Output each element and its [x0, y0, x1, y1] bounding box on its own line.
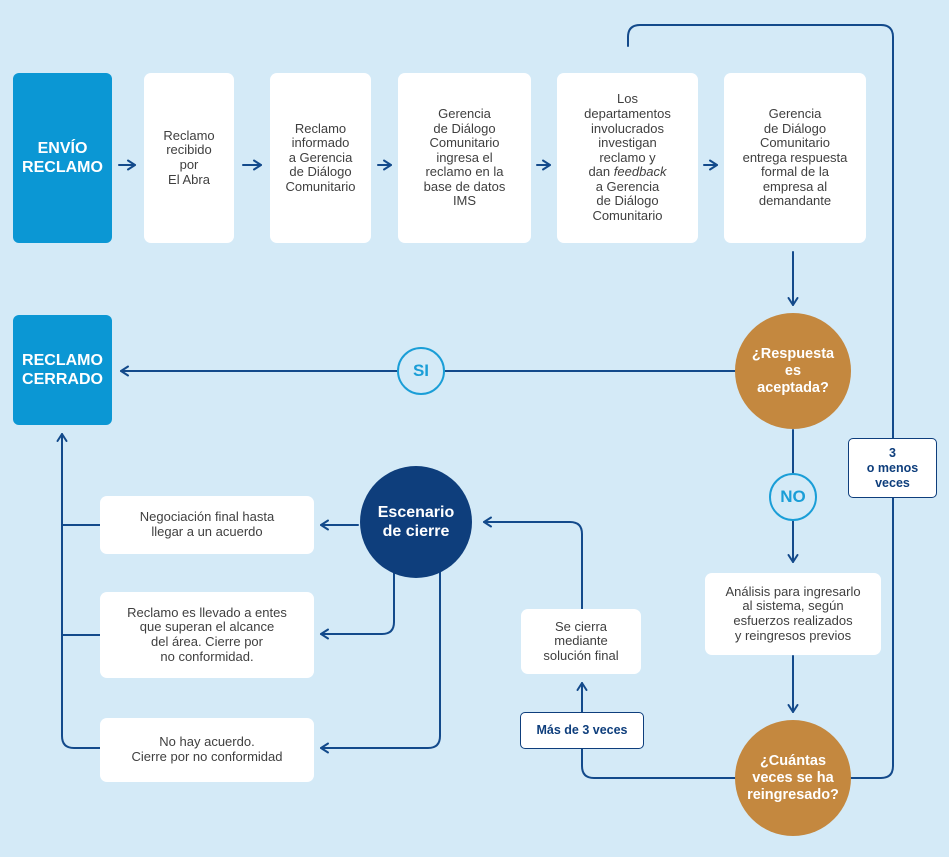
step-solucion-final: Se cierra mediante solución final — [521, 609, 641, 674]
step-solucion-final-text: Se cierra mediante solución final — [543, 618, 619, 663]
answer-no-badge: NO — [769, 473, 817, 521]
decision-cuantas-veces-reingresado: ¿Cuántas veces se ha reingresado? — [735, 720, 851, 836]
tag-three-or-fewer-times-label: 3 o menos veces — [866, 445, 919, 490]
step-departamentos-investigan-text: Los departamentos involucrados investiga… — [584, 92, 671, 223]
step-departamentos-investigan-text-end: a Gerencia de Diálogo Comunitario — [592, 178, 663, 224]
arrow-escenario-to-entes — [320, 571, 395, 640]
arrow-outcomes-to-reclamo-cerrado — [56, 433, 101, 749]
outcome-llevado-a-entes: Reclamo es llevado a entes que superan e… — [100, 592, 314, 678]
step-reclamo-recibido-text: Reclamo recibido por El Abra — [163, 127, 215, 187]
step-entrega-respuesta-text: Gerencia de Diálogo Comunitario entrega … — [742, 105, 848, 209]
outcome-no-hay-acuerdo-text: No hay acuerdo. Cierre por no conformida… — [131, 734, 283, 764]
answer-si-badge: SI — [397, 347, 445, 395]
end-node-label: RECLAMO CERRADO — [22, 352, 103, 388]
outcome-negociacion-final-text: Negociación final hasta llegar a un acue… — [139, 509, 275, 539]
arrow-solucion-to-escenario — [483, 516, 583, 610]
step-reclamo-informado-text: Reclamo informado a Gerencia de Diálogo … — [285, 120, 356, 194]
answer-si-label: SI — [412, 361, 430, 380]
decision-cuantas-veces-label: ¿Cuántas veces se ha reingresado? — [747, 752, 839, 803]
step-reclamo-informado: Reclamo informado a Gerencia de Diálogo … — [270, 73, 371, 243]
loop-three-or-fewer-reentries — [627, 24, 894, 779]
closing-scenario-title: Escenario de cierre — [377, 504, 455, 540]
step-departamentos-investigan-emphasis: feedback — [613, 164, 667, 180]
answer-no-label: NO — [780, 487, 806, 506]
step-analisis-ingreso-text: Análisis para ingresarlo al sistema, seg… — [725, 583, 861, 643]
closing-scenario-node: Escenario de cierre — [360, 466, 472, 578]
tag-three-or-fewer-times: 3 o menos veces — [848, 438, 937, 498]
step-ingreso-base-datos: Gerencia de Diálogo Comunitario ingresa … — [398, 73, 531, 243]
step-departamentos-investigan-text-start: Los departamentos involucrados investiga… — [584, 91, 671, 180]
step-departamentos-investigan: Los departamentos involucrados investiga… — [557, 73, 698, 243]
step-analisis-ingreso: Análisis para ingresarlo al sistema, seg… — [705, 573, 881, 655]
decision-respuesta-aceptada: ¿Respuesta es aceptada? — [735, 313, 851, 429]
outcome-llevado-a-entes-text: Reclamo es llevado a entes que superan e… — [127, 604, 287, 664]
start-node-label: ENVÍO RECLAMO — [22, 140, 103, 176]
step-entrega-respuesta: Gerencia de Diálogo Comunitario entrega … — [724, 73, 866, 243]
arrow-escenario-to-no-acuerdo — [320, 571, 441, 754]
start-node-envio-reclamo: ENVÍO RECLAMO — [13, 73, 112, 243]
step-ingreso-base-datos-text: Gerencia de Diálogo Comunitario ingresa … — [423, 105, 506, 209]
step-reclamo-recibido: Reclamo recibido por El Abra — [144, 73, 234, 243]
tag-more-than-three-times-label: Más de 3 veces — [536, 723, 628, 737]
decision-respuesta-aceptada-label: ¿Respuesta es aceptada? — [751, 345, 835, 396]
end-node-reclamo-cerrado: RECLAMO CERRADO — [13, 315, 112, 425]
tag-more-than-three-times: Más de 3 veces — [520, 712, 644, 749]
arrow-more-than-three-to-solucion — [576, 682, 736, 779]
outcome-no-hay-acuerdo: No hay acuerdo. Cierre por no conformida… — [100, 718, 314, 782]
outcome-negociacion-final: Negociación final hasta llegar a un acue… — [100, 496, 314, 554]
